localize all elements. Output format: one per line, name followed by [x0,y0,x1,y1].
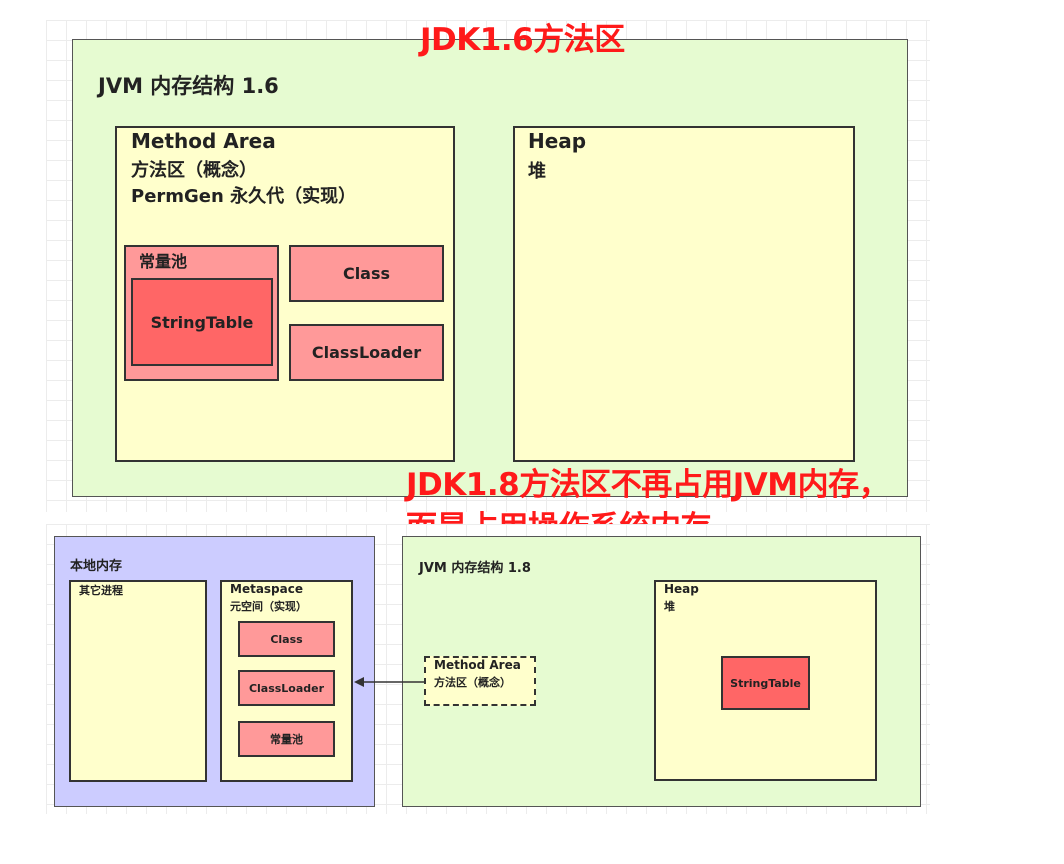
method-area-concept-box [424,656,536,706]
heap-18-title: Heap [664,582,699,596]
heap-box [513,126,855,462]
meta-classloader-box: ClassLoader [238,670,335,706]
method-area-permgen: PermGen 永久代（实现） [131,186,357,207]
string-table-box: StringTable [131,278,273,366]
class-box: Class [289,245,444,302]
other-process-label: 其它进程 [79,584,123,597]
jdk16-heading: JDK1.6方法区 [420,22,625,58]
meta-classloader-label: ClassLoader [248,681,325,695]
meta-constant-pool-box: 常量池 [238,721,335,757]
class-label: Class [342,264,391,283]
metaspace-subtitle: 元空间（实现） [230,600,307,613]
meta-constant-pool-label: 常量池 [270,733,303,746]
jvm-18-title: JVM 内存结构 1.8 [419,561,531,576]
method-area-18-subtitle: 方法区（概念） [434,676,511,689]
method-area-concept: 方法区（概念） [131,160,257,181]
method-area-18-title: Method Area [434,658,521,672]
jvm-16-title: JVM 内存结构 1.6 [98,74,279,98]
meta-class-label: Class [270,632,303,646]
other-process-box [69,580,207,782]
meta-class-box: Class [238,621,335,657]
string-table-18-box: StringTable [721,656,810,710]
jdk18-note-line1: JDK1.8方法区不再占用JVM内存， [406,467,890,503]
method-area-title: Method Area [131,129,276,153]
arrow-method-area-to-metaspace [354,677,424,687]
heap-18-subtitle: 堆 [664,600,675,613]
classloader-label: ClassLoader [311,343,422,362]
string-table-label: StringTable [150,312,254,332]
string-table-18-label: StringTable [730,676,801,690]
heap-subtitle: 堆 [528,161,546,182]
native-memory-title: 本地内存 [70,559,123,574]
heap-title: Heap [528,129,587,153]
metaspace-title: Metaspace [230,582,303,596]
constant-pool-label: 常量池 [139,252,188,271]
classloader-box: ClassLoader [289,324,444,381]
